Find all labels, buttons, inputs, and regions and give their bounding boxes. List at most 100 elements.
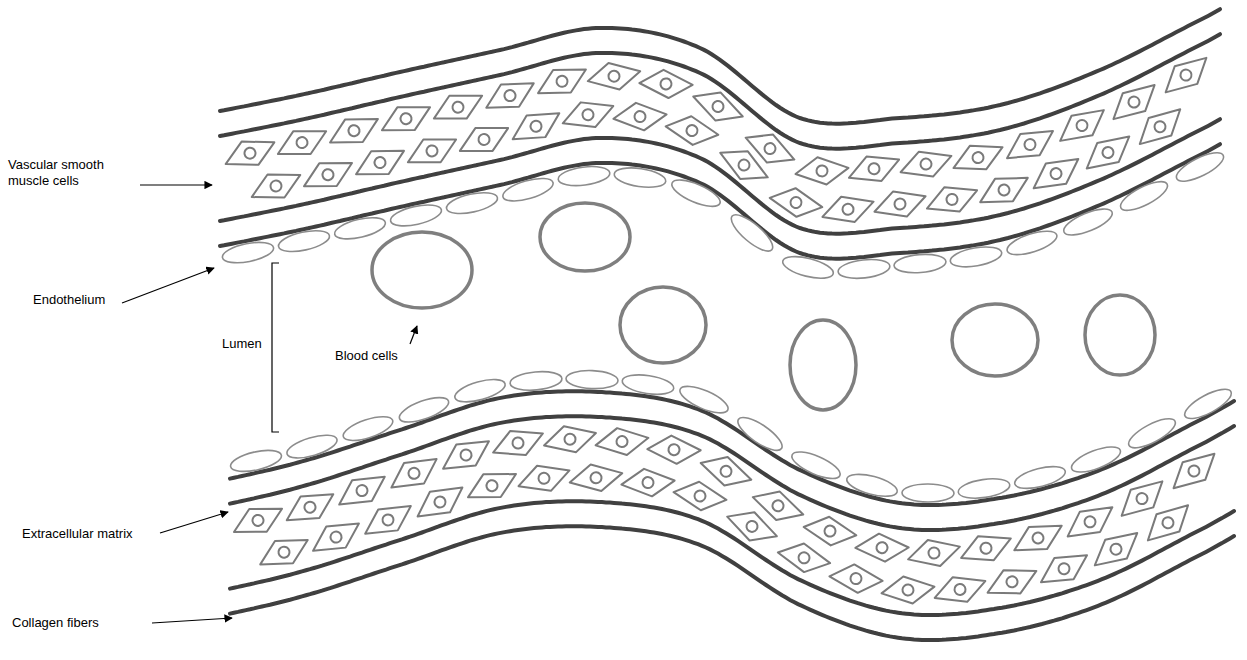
smooth-muscle-cell: [352, 144, 409, 181]
smooth-muscle-cell: [646, 431, 703, 469]
smooth-muscle-cell: [534, 63, 591, 100]
cell-body: [569, 464, 622, 493]
vessel-wall-line: [230, 526, 1234, 640]
endothelial-cell: [1004, 226, 1059, 259]
cell-body: [230, 502, 286, 539]
cell-nucleus: [972, 151, 985, 164]
endothelial-cells: [221, 147, 1235, 502]
cell-body: [378, 100, 434, 137]
blood-cell: [372, 232, 472, 308]
blood-cell: [620, 287, 706, 363]
cell-body: [307, 517, 364, 558]
cell-nucleus: [816, 165, 828, 177]
smooth-muscle-cell: [671, 474, 729, 517]
cell-body: [595, 426, 649, 456]
smooth-muscle-cell: [430, 89, 486, 125]
cell-body: [908, 540, 960, 567]
cell-nucleus: [736, 157, 752, 173]
structure-label: Extracellular matrix: [22, 526, 133, 542]
cell-nucleus: [1083, 515, 1097, 529]
cell-nucleus: [303, 500, 317, 514]
cell-body: [490, 427, 545, 460]
cell-nucleus: [1135, 491, 1150, 506]
cell-nucleus: [762, 141, 777, 156]
cell-nucleus: [1023, 138, 1037, 152]
endothelial-cell: [1069, 442, 1124, 477]
leader-arrow: [410, 326, 417, 344]
endothelial-cell: [501, 174, 556, 206]
smooth-muscle-cell: [958, 531, 1013, 564]
smooth-muscle-cell: [716, 138, 772, 191]
smooth-muscle-cell: [300, 156, 356, 193]
cell-nucleus: [1187, 464, 1202, 479]
endothelial-cell: [677, 381, 732, 418]
endothelial-cell: [949, 244, 1003, 271]
cell-body: [767, 180, 825, 224]
cell-nucleus: [477, 133, 490, 146]
endothelial-cell: [726, 209, 777, 256]
cell-body: [801, 509, 859, 553]
cell-nucleus: [946, 193, 958, 205]
cell-nucleus: [295, 136, 308, 149]
cell-body: [437, 435, 494, 476]
cell-nucleus: [685, 123, 699, 137]
smooth-muscle-cell: [359, 499, 417, 540]
cell-nucleus: [980, 542, 993, 555]
smooth-muscle-cell: [775, 535, 833, 580]
cell-nucleus: [902, 584, 914, 596]
leader-arrow: [160, 512, 228, 533]
endothelial-cell: [340, 412, 395, 446]
vessel-wall-line: [220, 34, 1220, 149]
smooth-muscle-cell: [411, 481, 469, 523]
cell-nucleus: [954, 583, 966, 595]
endothelial-cell: [893, 253, 946, 275]
cell-nucleus: [329, 530, 343, 544]
cell-nucleus: [251, 514, 264, 527]
endothelial-cell: [333, 214, 388, 243]
cell-body: [723, 501, 781, 552]
smooth-muscle-cell: [795, 155, 850, 187]
cell-body: [847, 153, 902, 185]
cell-nucleus: [1153, 119, 1168, 134]
smooth-muscle-cell: [569, 464, 622, 493]
leader-arrow: [140, 184, 212, 185]
cell-nucleus: [407, 466, 421, 480]
cell-nucleus: [321, 168, 334, 181]
smooth-muscle-cell: [984, 564, 1040, 599]
cell-nucleus: [433, 495, 447, 509]
cell-body: [1053, 104, 1111, 148]
cell-nucleus: [875, 541, 888, 554]
cell-nucleus: [718, 464, 733, 479]
smooth-muscle-cell: [1053, 104, 1111, 148]
cell-nucleus: [355, 484, 369, 498]
cell-nucleus: [512, 437, 524, 449]
smooth-muscle-cell: [248, 168, 304, 204]
cell-body: [517, 463, 571, 493]
cell-nucleus: [823, 524, 837, 538]
vessel-wall-line: [220, 144, 1220, 259]
cell-body: [1165, 448, 1223, 495]
cell-nucleus: [1075, 118, 1089, 132]
cell-body: [854, 529, 910, 566]
leader-arrow: [152, 618, 232, 623]
cell-body: [274, 124, 330, 160]
cell-body: [507, 107, 564, 146]
endothelial-cell: [789, 447, 844, 484]
cell-nucleus: [1049, 167, 1063, 181]
cell-body: [671, 474, 729, 517]
cell-body: [933, 574, 987, 605]
cell-body: [881, 574, 935, 605]
cell-body: [411, 481, 469, 523]
smooth-muscle-cell: [612, 100, 667, 133]
cell-body: [827, 558, 884, 599]
smooth-muscle-cell: [620, 466, 675, 499]
cell-nucleus: [1127, 95, 1142, 110]
cell-nucleus: [555, 75, 568, 88]
smooth-muscle-cell: [464, 467, 520, 504]
smooth-muscle-cell: [490, 427, 545, 460]
smooth-muscle-cell: [378, 100, 434, 137]
cell-body: [899, 149, 953, 179]
cell-nucleus: [770, 498, 785, 513]
cell-body: [456, 121, 512, 157]
cell-body: [821, 195, 875, 224]
